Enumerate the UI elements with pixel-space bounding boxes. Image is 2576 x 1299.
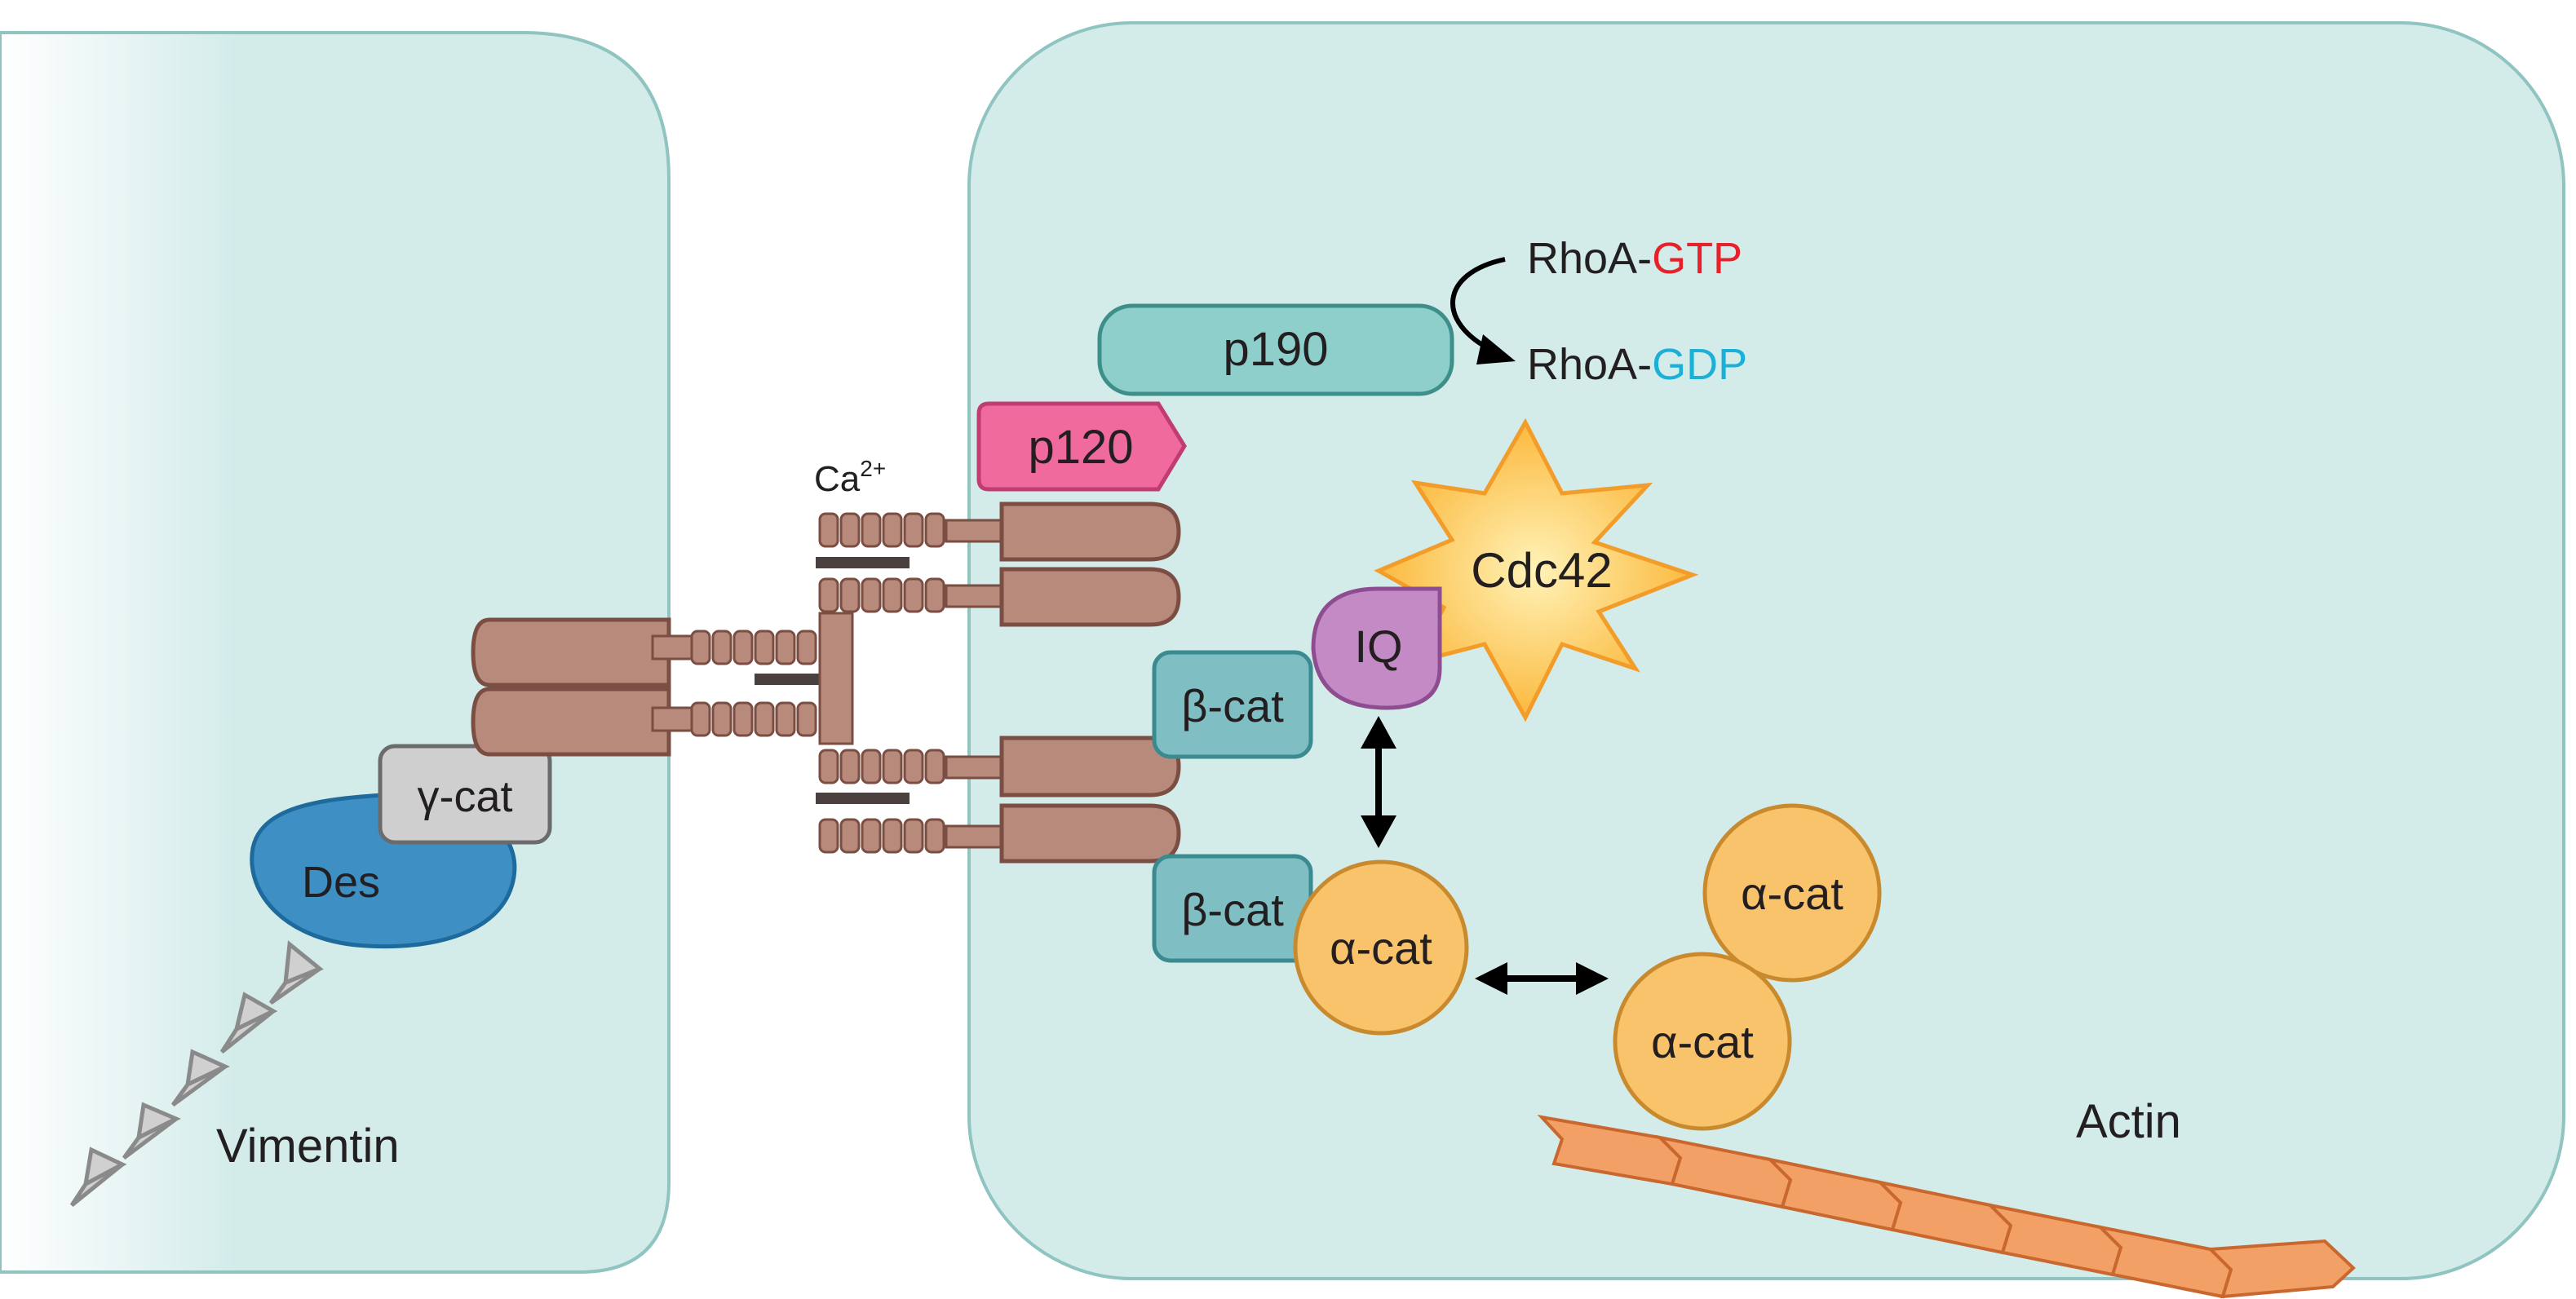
alpha-cat-main-label: α-cat xyxy=(1330,922,1432,974)
gamma-cat-label: γ-cat xyxy=(417,772,512,821)
iq-alpha-cat-double-arrow xyxy=(1361,716,1396,848)
alpha-cat-lower-circle xyxy=(1613,952,1792,1131)
calcium-base: Ca xyxy=(814,459,861,499)
rhoa-gtp-prefix: RhoA- xyxy=(1527,234,1652,283)
vimentin-label: Vimentin xyxy=(216,1120,400,1173)
vimentin-filament xyxy=(69,940,324,1207)
rhoa-conversion-arrow xyxy=(1450,257,1506,353)
cdc42-label: Cdc42 xyxy=(1471,543,1612,598)
beta-cat-top-label: β-cat xyxy=(1181,680,1284,731)
p190-box xyxy=(1097,303,1454,396)
calcium-label: Ca2+ xyxy=(814,456,886,499)
p120-label: p120 xyxy=(1028,421,1133,474)
calcium-superscript: 2+ xyxy=(860,456,886,481)
rhoa-gtp-text: RhoA-GTP xyxy=(1527,234,1742,283)
rhoa-gdp-text: RhoA-GDP xyxy=(1527,340,1747,389)
beta-cat-top-box xyxy=(1152,650,1313,759)
alpha-cat-upper-label: α-cat xyxy=(1741,868,1843,919)
cdc42-star xyxy=(1374,418,1699,722)
iq-label: IQ xyxy=(1354,621,1402,672)
alpha-cat-lower-label: α-cat xyxy=(1651,1016,1754,1067)
gdp-label: GDP xyxy=(1652,340,1747,389)
left-cell xyxy=(0,31,671,1274)
actin-label: Actin xyxy=(2076,1095,2181,1148)
p120-shape xyxy=(976,401,1187,492)
alpha-cat-dimer-double-arrow xyxy=(1475,962,1609,995)
beta-cat-bottom-label: β-cat xyxy=(1181,884,1284,935)
gtp-label: GTP xyxy=(1652,234,1742,283)
gamma-cat-box xyxy=(378,744,552,845)
actin-filament xyxy=(1537,1115,2356,1299)
des-label: Des xyxy=(302,858,380,907)
left-cadherin-heads xyxy=(471,617,671,757)
alpha-cat-main-circle xyxy=(1293,859,1469,1036)
iq-shape xyxy=(1311,586,1442,710)
p190-label: p190 xyxy=(1223,323,1328,376)
rhoa-gdp-prefix: RhoA- xyxy=(1527,340,1652,389)
rhoa-arrowhead xyxy=(1476,334,1516,365)
right-cadherin-heads xyxy=(999,501,1181,864)
right-cadherin-chains xyxy=(816,512,1005,854)
alpha-cat-upper-circle xyxy=(1702,803,1882,983)
